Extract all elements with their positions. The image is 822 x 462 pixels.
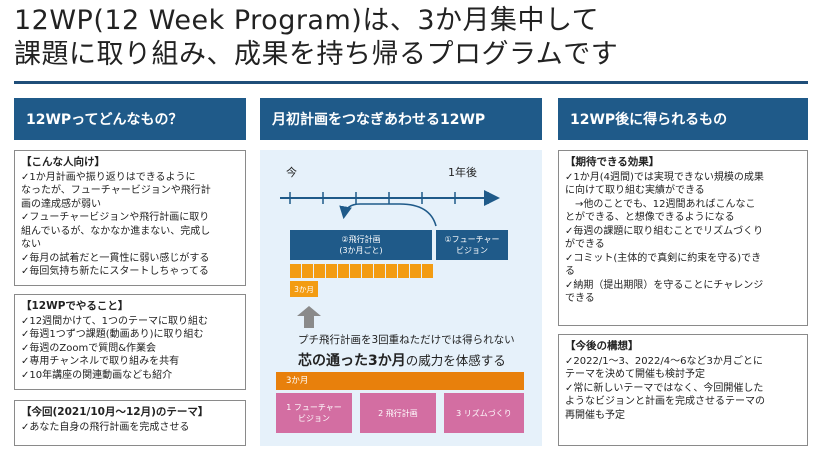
list-item: ✓毎週1つずつ課題(動画あり)に取り組む bbox=[21, 329, 204, 340]
week-block bbox=[374, 264, 385, 278]
list-item: ✓毎回気持ち新たにスタートしちゃってる bbox=[21, 266, 209, 277]
future-vision-label: ①フューチャー ビジョン bbox=[444, 235, 500, 255]
week-block bbox=[386, 264, 397, 278]
list-item: ✓毎週のZoomで質問&作業会 bbox=[21, 342, 157, 354]
list-item: る bbox=[565, 266, 575, 277]
list-item: ✓フューチャービジョンや飛行計画に取り bbox=[21, 212, 210, 223]
week-block bbox=[314, 264, 325, 278]
step-2-block: 2 飛行計画 bbox=[360, 393, 436, 433]
up-arrow-icon bbox=[297, 306, 321, 328]
list-item: 組んでいるが、なかなか進まない、完成し bbox=[21, 225, 211, 237]
list-item: →他のことでも、12週間あればこんなこ bbox=[565, 198, 756, 210]
header-monthly-plan: 月初計画をつなぎあわせる12WP bbox=[260, 98, 542, 140]
flight-plan-label: ②飛行計画 (3か月ごと) bbox=[339, 235, 383, 255]
now-label: 今 bbox=[286, 166, 297, 179]
week-block bbox=[398, 264, 409, 278]
target-audience-box: 【こんな人向け】 ✓1か月計画や振り返りはできるようになったが、フューチャービジ… bbox=[14, 150, 246, 286]
page-title: 12WP(12 Week Program)は、3か月集中して 課題に取り組み、成… bbox=[14, 4, 814, 72]
future-plans-title: 【今後の構想】 bbox=[565, 340, 639, 352]
list-item: ✓10年講座の関連動画なども紹介 bbox=[21, 369, 173, 381]
list-item: できる bbox=[565, 293, 595, 304]
header-what-is-12wp: 12WPってどんなもの？ bbox=[14, 98, 246, 140]
caption-rest-text: の威力を体感する bbox=[405, 353, 506, 368]
step-2-label: 2 飛行計画 bbox=[378, 408, 418, 418]
list-item: ない bbox=[21, 239, 41, 250]
week-block bbox=[290, 264, 301, 278]
caption-line-2: 芯の通った3か月の威力を体感する bbox=[298, 350, 506, 370]
one-year-label: 1年後 bbox=[448, 166, 477, 179]
step-1-label: 1 フューチャー ビジョン bbox=[286, 403, 342, 423]
list-item: とができる、と想像できるようになる bbox=[565, 212, 735, 223]
caption-bold-text: 芯の通った3か月 bbox=[298, 353, 406, 369]
week-block bbox=[362, 264, 373, 278]
step-3-block: 3 リズムづくり bbox=[444, 393, 524, 433]
list-item: ✓毎月の試着だと一貫性に弱い感じがする bbox=[21, 252, 210, 264]
list-item: ✓1か月計画や振り返りはできるように bbox=[21, 171, 196, 183]
list-item: ✓コミット(主体的で真剣に約束を守る)でき bbox=[565, 252, 762, 264]
expected-effects-title: 【期待できる効果】 bbox=[565, 156, 660, 168]
week-block bbox=[410, 264, 421, 278]
list-item: 画の達成感が弱い bbox=[21, 198, 101, 210]
future-plans-box: 【今後の構想】 ✓2022/1〜3、2022/4〜6など3か月ごとにテーマを決め… bbox=[558, 334, 808, 446]
week-block bbox=[338, 264, 349, 278]
weeks-row bbox=[290, 264, 433, 278]
activities-box: 【12WPでやること】 ✓12週間かけて、1つのテーマに取り組む ✓毎週1つずつ課… bbox=[14, 294, 246, 390]
week-block bbox=[302, 264, 313, 278]
list-item: ✓1か月(4週間)では実現できない規模の成果 bbox=[565, 171, 764, 183]
timeline-diagram bbox=[280, 190, 500, 227]
activities-title: 【12WPでやること】 bbox=[21, 300, 129, 312]
week-block bbox=[350, 264, 361, 278]
list-item: ようなビジョンと計画を完成させるテーマの bbox=[565, 396, 765, 407]
list-item: なったが、フューチャービジョンや飛行計 bbox=[21, 185, 211, 196]
theme-title: 【今回(2021/10月〜12月)のテーマ】 bbox=[21, 406, 209, 418]
three-month-bar-label: 3か月 bbox=[286, 375, 309, 386]
list-item: ✓12週間かけて、1つのテーマに取り組む bbox=[21, 315, 208, 327]
three-month-bar: 3か月 bbox=[276, 372, 524, 390]
step-1-block: 1 フューチャー ビジョン bbox=[276, 393, 352, 433]
theme-box: 【今回(2021/10月〜12月)のテーマ】 ✓あなた自身の飛行計画を完成させる bbox=[14, 400, 246, 446]
expected-effects-box: 【期待できる効果】 ✓1か月(4週間)では実現できない規模の成果に向けて取り組む… bbox=[558, 150, 808, 326]
header-results: 12WP後に得られるもの bbox=[558, 98, 808, 140]
list-item: に向けて取り組む実績ができる bbox=[565, 185, 705, 196]
list-item: 再開催も予定 bbox=[565, 409, 625, 421]
timeline-ticks bbox=[289, 192, 489, 204]
target-audience-title: 【こんな人向け】 bbox=[21, 156, 105, 168]
step-3-label: 3 リズムづくり bbox=[456, 408, 512, 418]
list-item: テーマを決めて開催も検討予定 bbox=[565, 369, 705, 380]
flight-plan-block: ②飛行計画 (3か月ごと) bbox=[290, 230, 432, 260]
list-item: ができる bbox=[565, 239, 605, 250]
list-item: ✓納期（提出期限）を守ることにチャレンジ bbox=[565, 279, 764, 291]
list-item: ✓2022/1〜3、2022/4〜6など3か月ごとに bbox=[565, 355, 763, 367]
three-month-small-label: 3か月 bbox=[294, 284, 314, 294]
title-line-1: 12WP(12 Week Program)は、3か月集中して bbox=[14, 5, 600, 36]
title-divider bbox=[14, 81, 808, 84]
title-line-2: 課題に取り組み、成果を持ち帰るプログラムです bbox=[14, 39, 619, 70]
caption-line-1: プチ飛行計画を3回重ねただけでは得られない bbox=[298, 334, 515, 346]
list-item: ✓常に新しいテーマではなく、今回開催した bbox=[565, 382, 764, 394]
curved-arrow bbox=[339, 203, 437, 227]
future-vision-block: ①フューチャー ビジョン bbox=[436, 230, 508, 260]
week-block bbox=[422, 264, 433, 278]
three-month-small-block: 3か月 bbox=[290, 281, 318, 297]
week-block bbox=[326, 264, 337, 278]
list-item: ✓専用チャンネルで取り組みを共有 bbox=[21, 356, 180, 367]
list-item: ✓毎週の課題に取り組むことでリズムづくり bbox=[565, 225, 764, 237]
diagram-panel: 今 1年後 ②飛行計画 (3か月ごと) ①フューチャー ビジョン 3か月 プチ飛… bbox=[260, 150, 542, 446]
list-item: ✓あなた自身の飛行計画を完成させる bbox=[21, 421, 190, 433]
